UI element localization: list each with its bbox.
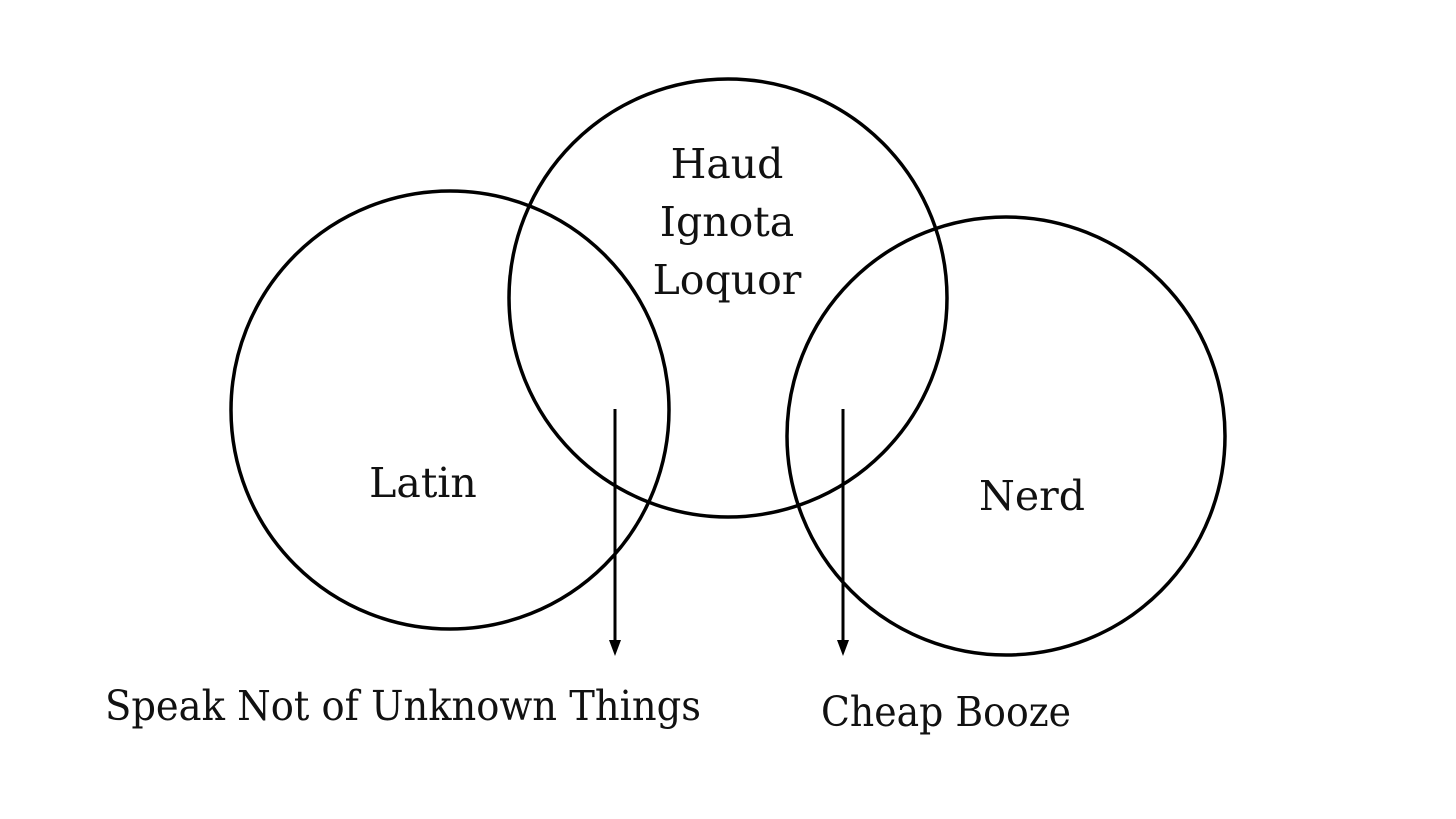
arrow-speak-not: [609, 409, 621, 656]
arrow-speak-head: [609, 640, 621, 656]
arrow-booze-head: [837, 640, 849, 656]
label-haud-line-1: Haud: [671, 140, 784, 188]
label-speak-not-of-unknown-things: Speak Not of Unknown Things: [105, 682, 701, 730]
label-cheap-booze: Cheap Booze: [821, 688, 1071, 736]
circle-latin: [229, 189, 671, 631]
label-haud-line-3: Loquor: [653, 256, 802, 304]
circle-haud-ignota-loquor: [507, 77, 949, 519]
circle-nerd: [785, 215, 1227, 657]
arrow-cheap-booze: [837, 409, 849, 656]
label-nerd: Nerd: [979, 472, 1085, 520]
label-latin: Latin: [369, 459, 477, 507]
label-haud-line-2: Ignota: [660, 198, 794, 246]
